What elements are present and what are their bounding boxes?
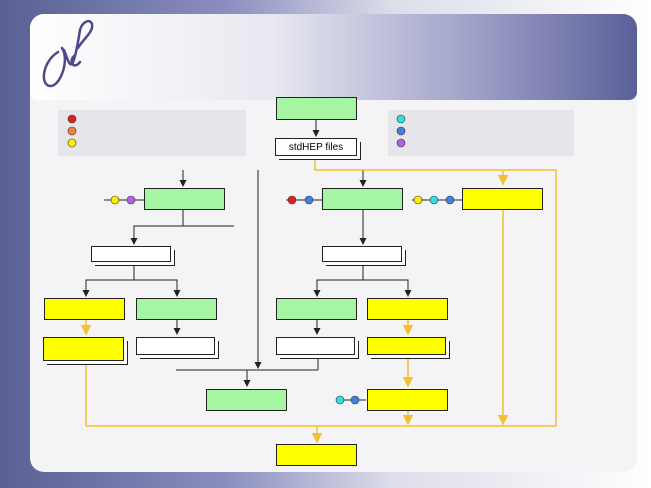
- red-dot-icon: [67, 114, 77, 124]
- center-right-yellow-box[interactable]: [367, 298, 448, 320]
- orange-dot-icon: [67, 126, 77, 136]
- legend-dots: [67, 114, 406, 148]
- legend-left: [58, 110, 246, 156]
- purple-dot-icon: [126, 195, 136, 205]
- cyan-dot-icon: [335, 395, 345, 405]
- bottom-green-box[interactable]: [206, 389, 287, 411]
- purple-dot-icon: [396, 138, 406, 148]
- center-green-box[interactable]: [322, 188, 403, 210]
- left-lower-yellow-box[interactable]: [43, 337, 124, 361]
- left-yellow-box[interactable]: [44, 298, 125, 320]
- stdhep-files-label: stdHEP files: [288, 141, 344, 153]
- top-green-box[interactable]: [276, 97, 357, 120]
- cyan-dot-icon: [396, 114, 406, 124]
- blue-dot-icon: [396, 126, 406, 136]
- blue-dot-icon: [445, 195, 455, 205]
- yellow-dot-icon: [67, 138, 77, 148]
- yellow-dot-icon: [413, 195, 423, 205]
- left-green-box[interactable]: [144, 188, 225, 210]
- yellow-connectors: [80, 156, 557, 444]
- cyan-dot-icon: [429, 195, 439, 205]
- title-bar: [30, 14, 637, 100]
- yellow-dot-icon: [110, 195, 120, 205]
- stdhep-files-box[interactable]: stdHEP files: [275, 138, 357, 156]
- final-yellow-box[interactable]: [276, 444, 357, 466]
- center-left-green-box[interactable]: [276, 298, 357, 320]
- left-lower-white-box[interactable]: [136, 337, 215, 355]
- center-white-box[interactable]: [322, 246, 402, 262]
- legend-right: [388, 110, 574, 156]
- right-lower-yellow-box[interactable]: [367, 337, 446, 355]
- right-yellow-box[interactable]: [462, 188, 543, 210]
- blue-dot-icon: [304, 195, 314, 205]
- blue-dot-icon: [350, 395, 360, 405]
- left-mid-green-box[interactable]: [136, 298, 217, 320]
- bottom-right-yellow-box[interactable]: [367, 389, 448, 411]
- chain-dots: [110, 195, 455, 405]
- left-white-box[interactable]: [91, 246, 171, 262]
- red-dot-icon: [287, 195, 297, 205]
- center-lower-white-box[interactable]: [276, 337, 355, 355]
